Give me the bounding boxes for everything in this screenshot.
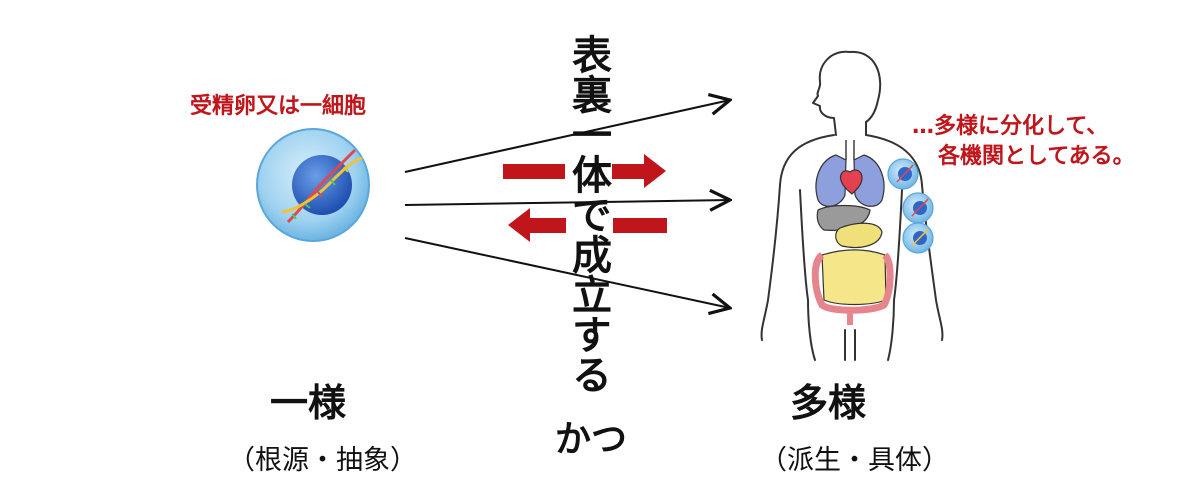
center-vertical-text: 表裏一体で成立する: [565, 34, 611, 394]
small-cell-icon: [902, 222, 934, 254]
arrow-middle: [404, 200, 730, 205]
arrow-bottom: [404, 237, 730, 308]
small-cell-icon: [902, 192, 934, 224]
diversity-title: 多様: [790, 381, 867, 425]
diverging-arrows: [404, 100, 730, 308]
arrow-top: [404, 100, 730, 173]
dna-icon: [281, 148, 363, 224]
small-cell-icon: [887, 158, 919, 190]
conjunction-text: かつ: [555, 419, 628, 460]
cell-label: 受精卵又は一細胞: [190, 94, 367, 119]
uniform-subtitle: （根源・抽象）: [228, 445, 417, 476]
differentiation-note-line2: 各機関としてある。: [938, 144, 1135, 169]
cell-icon: [256, 128, 370, 242]
organs-illustration: [811, 140, 894, 325]
uniform-title: 一様: [270, 381, 347, 425]
differentiation-note-line1: …多様に分化して、: [912, 114, 1109, 139]
red-arrow-right: [503, 154, 666, 188]
diversity-subtitle: （派生・具体）: [760, 445, 949, 476]
red-arrow-left: [508, 208, 667, 242]
